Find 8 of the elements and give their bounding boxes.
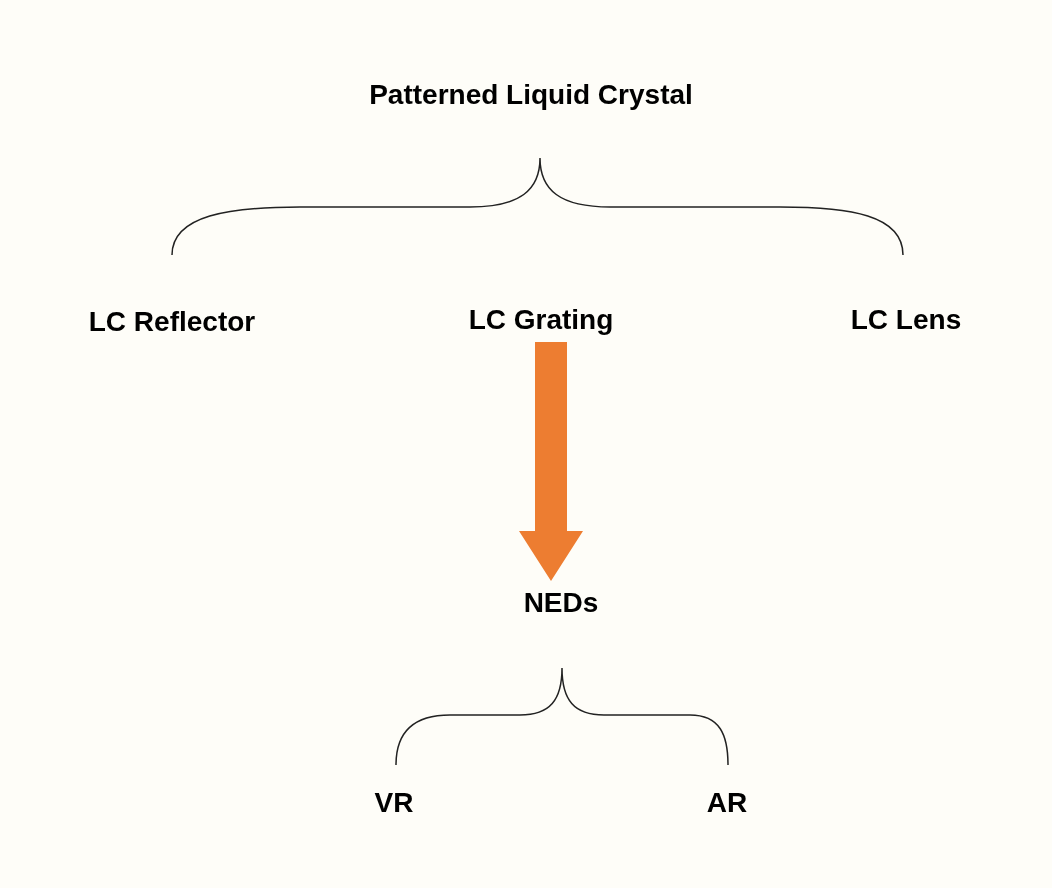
node-label: VR: [374, 787, 414, 818]
node-label: AR: [706, 787, 748, 818]
block-arrow: [519, 342, 583, 581]
node-label: LC Reflector: [88, 306, 256, 337]
node-label: LC Grating: [468, 304, 614, 335]
node-label: LC Lens: [850, 304, 962, 335]
node-label: NEDs: [523, 587, 599, 618]
node-label: Patterned Liquid Crystal: [369, 79, 693, 110]
